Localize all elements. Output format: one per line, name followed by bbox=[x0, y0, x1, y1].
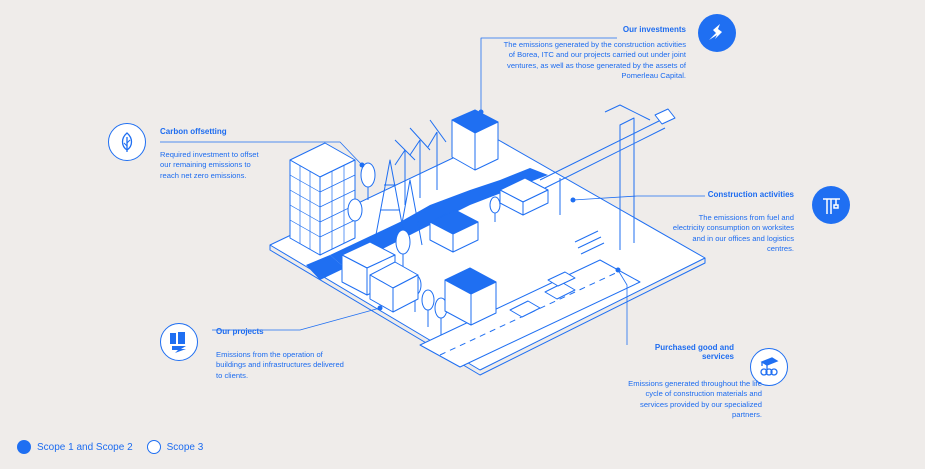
offsetting-title: Carbon offsetting bbox=[160, 127, 227, 136]
legend-scope3-label: Scope 3 bbox=[166, 441, 204, 453]
projects-title: Our projects bbox=[216, 327, 264, 336]
buildings-icon bbox=[170, 332, 186, 353]
investments-badge bbox=[698, 14, 736, 52]
construction-title: Construction activities bbox=[707, 190, 794, 199]
connector-lines bbox=[160, 37, 705, 345]
materials-icon bbox=[760, 357, 779, 376]
legend-scope12: Scope 1 and Scope 2 bbox=[17, 440, 133, 454]
construction-text: The emissions from fuel and electricity … bbox=[672, 213, 794, 254]
investments-icon bbox=[709, 24, 722, 40]
pipes bbox=[574, 230, 605, 255]
purchased-text: Emissions generated throughout the life … bbox=[628, 379, 762, 420]
investments-title: Our investments bbox=[622, 25, 686, 34]
legend-scope12-label: Scope 1 and Scope 2 bbox=[37, 441, 133, 453]
offsetting-text: Required investment to offset our remain… bbox=[160, 150, 259, 180]
projects-callout: Our projects Emissions from the operatio… bbox=[216, 327, 346, 381]
purchased-title: Purchased good and services bbox=[654, 343, 734, 361]
power-pylon bbox=[374, 159, 423, 246]
construction-badge bbox=[812, 186, 850, 224]
cars bbox=[509, 271, 576, 318]
construction-callout: Construction activities The emissions fr… bbox=[668, 190, 794, 255]
filled-dot-icon bbox=[17, 440, 31, 454]
legend-scope3: Scope 3 bbox=[146, 440, 204, 454]
houses bbox=[341, 241, 419, 313]
purchased-text-block: Emissions generated throughout the life … bbox=[620, 379, 762, 421]
legend: Scope 1 and Scope 2 Scope 3 bbox=[17, 440, 217, 454]
purchased-badge bbox=[750, 348, 788, 386]
leaf-icon bbox=[121, 132, 133, 152]
crane-icon bbox=[823, 198, 840, 214]
offsetting-callout: Carbon offsetting Required investment to… bbox=[160, 127, 260, 181]
projects-badge bbox=[160, 323, 198, 361]
projects-text: Emissions from the operation of building… bbox=[216, 350, 344, 380]
purchased-callout: Purchased good and services bbox=[640, 343, 734, 375]
outline-dot-icon bbox=[146, 440, 161, 454]
wind-turbines bbox=[394, 119, 447, 205]
offsetting-badge bbox=[108, 123, 146, 161]
crane bbox=[539, 104, 676, 250]
investments-callout: Our investments The emissions generated … bbox=[500, 25, 686, 82]
investments-text: The emissions generated by the construct… bbox=[503, 40, 686, 81]
